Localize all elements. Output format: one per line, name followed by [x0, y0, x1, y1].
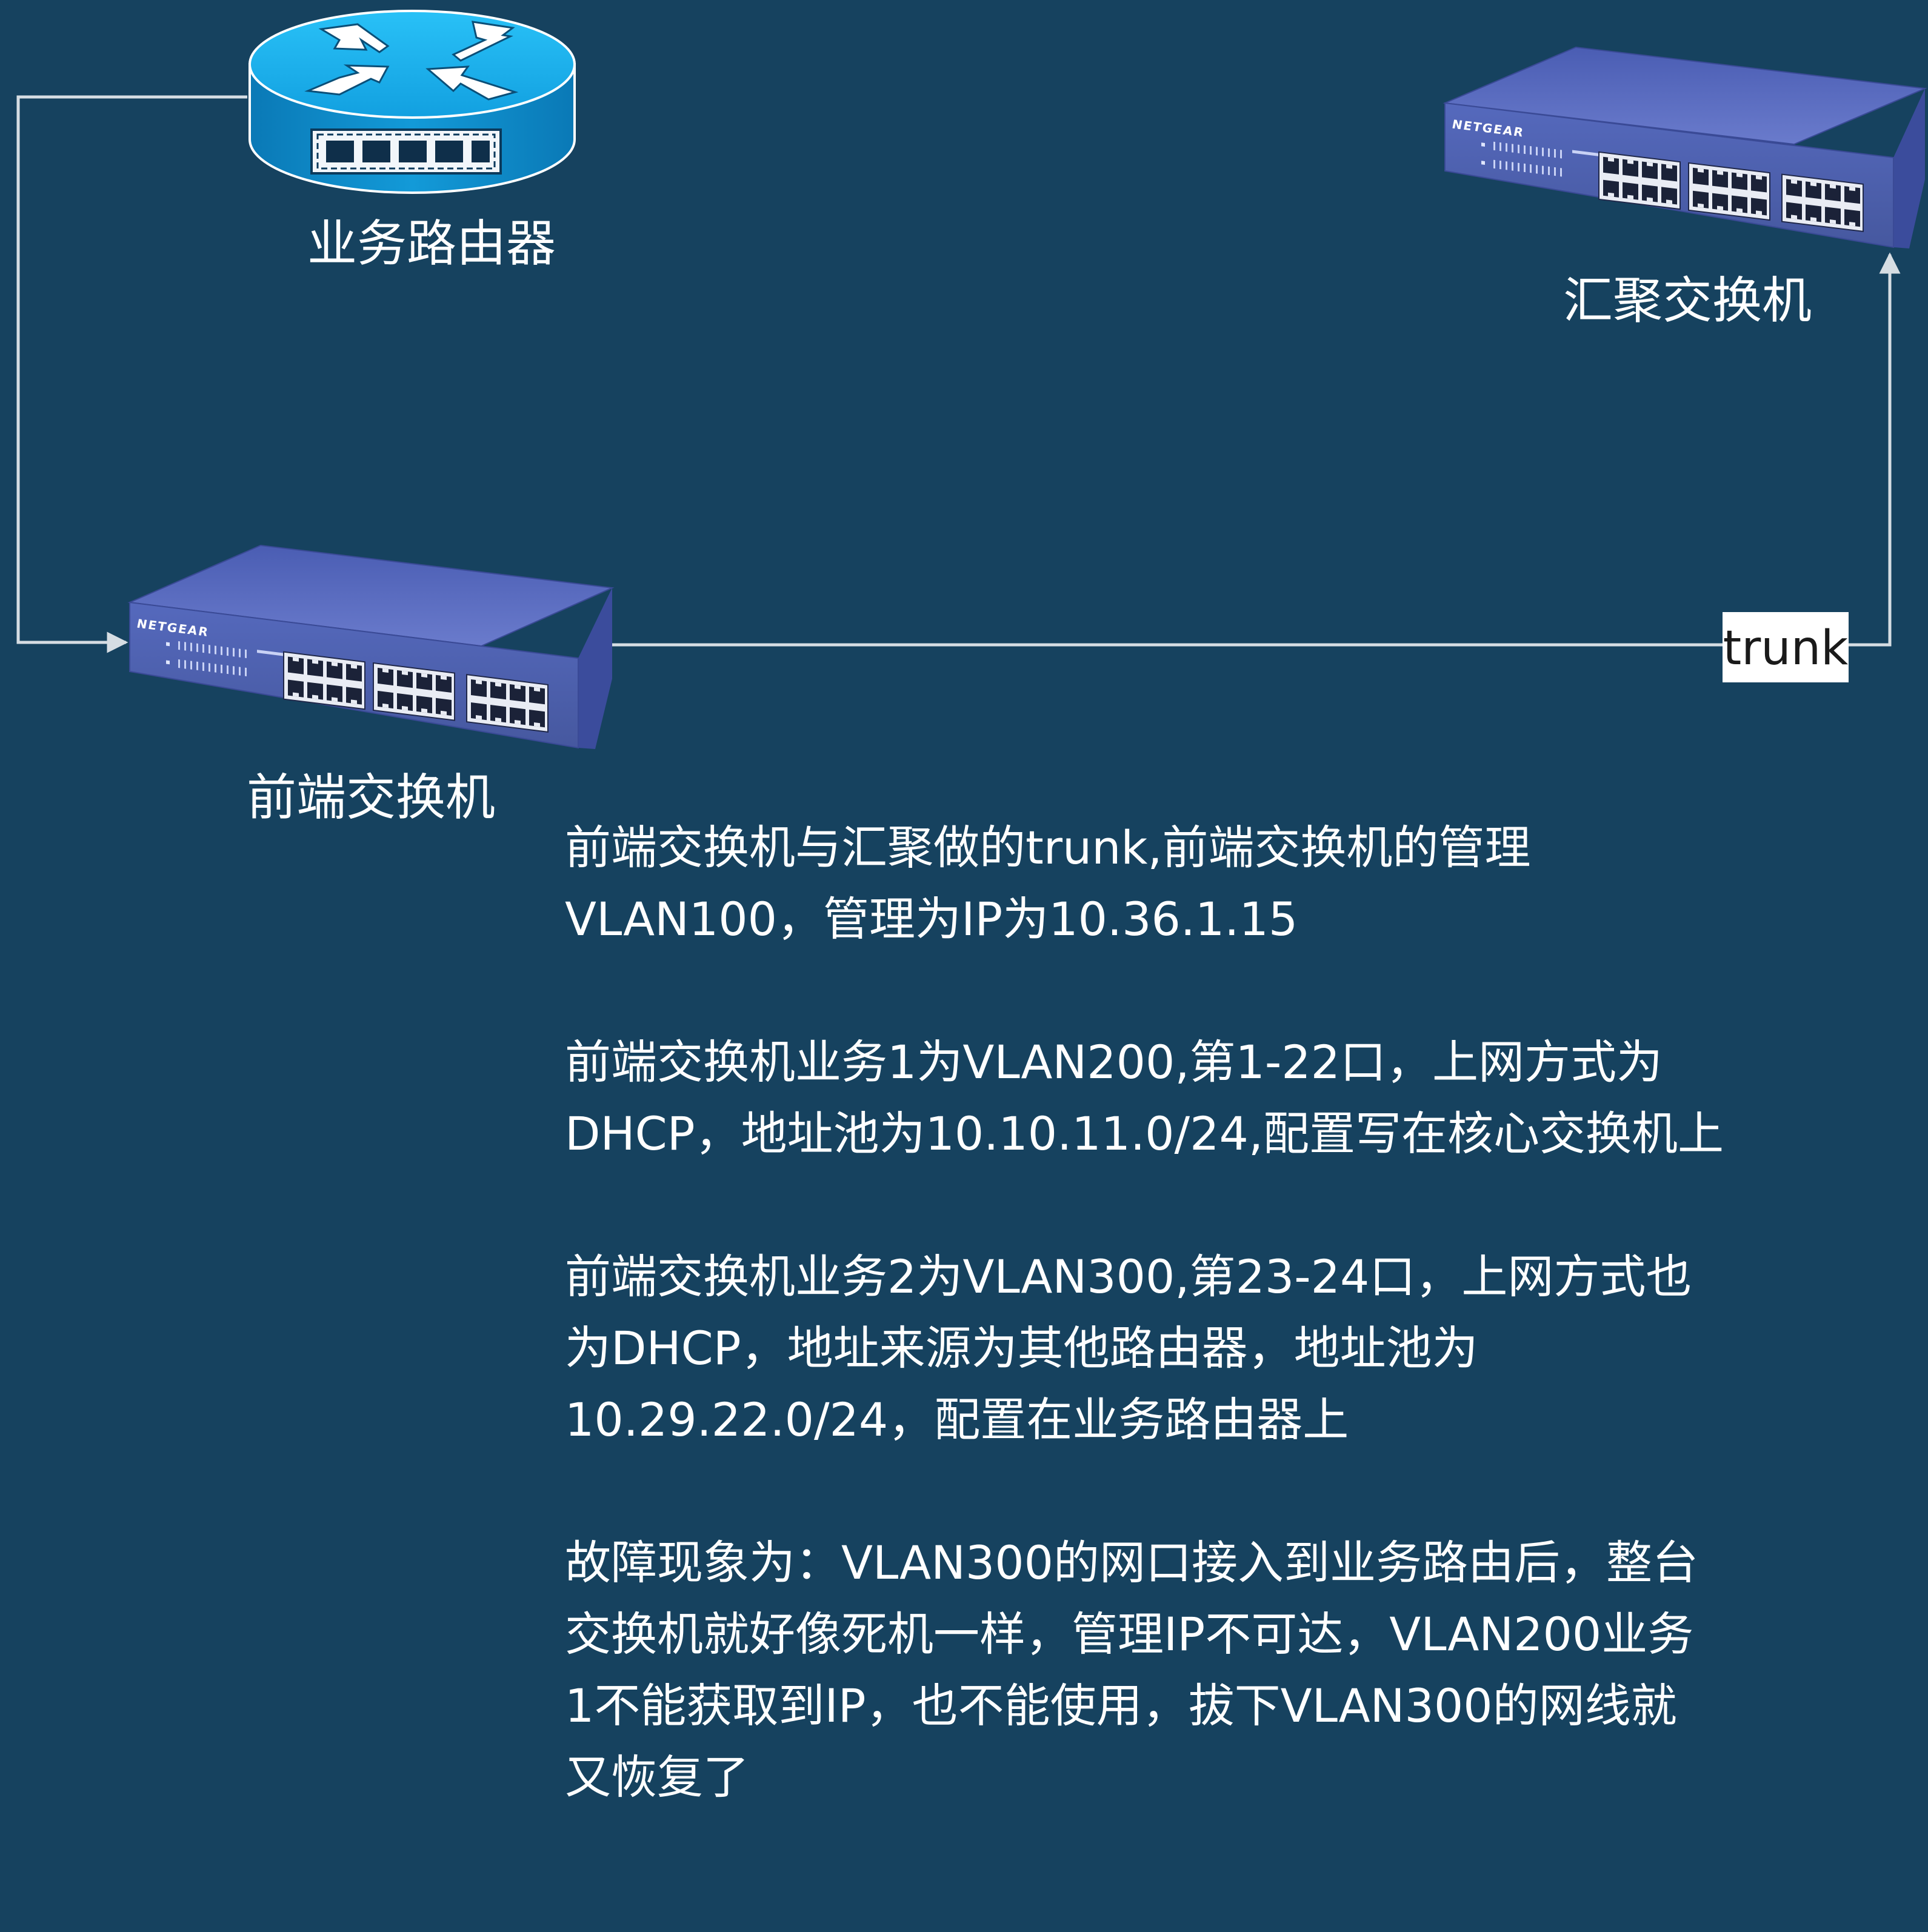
note-line: 前端交换机业务1为VLAN200,第1-22口，上网方式为	[565, 1027, 1850, 1098]
connector-router-to-front-switch	[18, 97, 247, 642]
front-switch-label: 前端交换机	[247, 769, 495, 827]
note-line: 前端交换机与汇聚做的trunk,前端交换机的管理	[565, 812, 1850, 884]
note-line: 为DHCP，地址来源为其他路由器，地址池为	[565, 1313, 1850, 1384]
note-line: VLAN100，管理为IP为10.36.1.15	[565, 884, 1850, 955]
fault-description: 前端交换机与汇聚做的trunk,前端交换机的管理 VLAN100，管理为IP为1…	[565, 812, 1850, 1813]
note-line: DHCP，地址池为10.10.11.0/24,配置写在核心交换机上	[565, 1098, 1850, 1170]
note-service2-vlan: 前端交换机业务2为VLAN300,第23-24口，上网方式也 为DHCP，地址来…	[565, 1241, 1850, 1456]
note-line: 10.29.22.0/24，配置在业务路由器上	[565, 1384, 1850, 1456]
router-icon	[250, 11, 575, 193]
aggregation-switch-label: 汇聚交换机	[1563, 272, 1812, 330]
note-line: 又恢复了	[565, 1742, 1850, 1813]
note-fault-symptom: 故障现象为：VLAN300的网口接入到业务路由后，整台 交换机就好像死机一样，管…	[565, 1527, 1850, 1813]
aggregation-switch-icon: NETGEAR	[1445, 47, 1925, 248]
note-line: 交换机就好像死机一样，管理IP不可达，VLAN200业务	[565, 1599, 1850, 1670]
note-management-vlan: 前端交换机与汇聚做的trunk,前端交换机的管理 VLAN100，管理为IP为1…	[565, 812, 1850, 955]
front-switch-icon: NETGEAR	[130, 545, 612, 749]
router-label: 业务路由器	[307, 215, 556, 273]
note-service1-vlan: 前端交换机业务1为VLAN200,第1-22口，上网方式为 DHCP，地址池为1…	[565, 1027, 1850, 1170]
note-line: 1不能获取到IP，也不能使用，拔下VLAN300的网线就	[565, 1670, 1850, 1742]
note-line: 前端交换机业务2为VLAN300,第23-24口，上网方式也	[565, 1241, 1850, 1313]
link-label-trunk: trunk	[1723, 612, 1849, 682]
note-line: 故障现象为：VLAN300的网口接入到业务路由后，整台	[565, 1527, 1850, 1599]
trunk-label: trunk	[1723, 621, 1849, 676]
